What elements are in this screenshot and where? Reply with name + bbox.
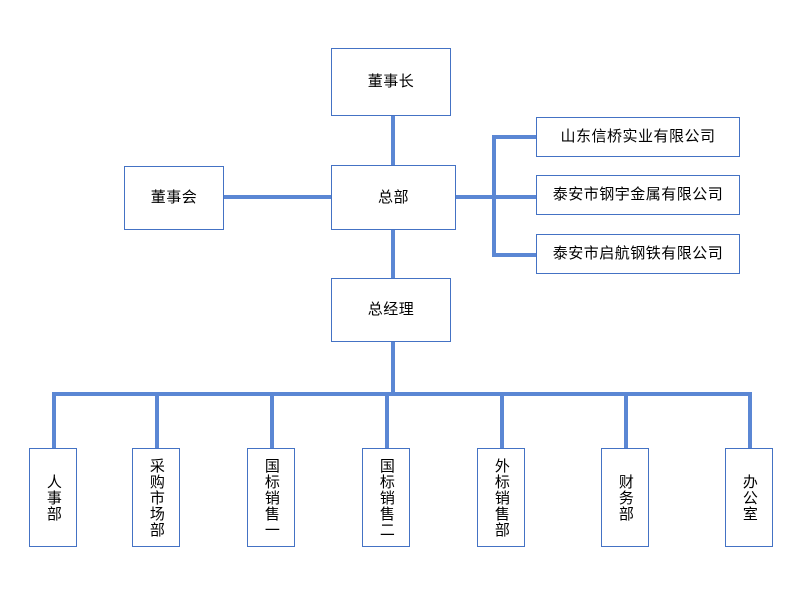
node-subsidiary-1[interactable]: 山东信桥实业有限公司 [536, 117, 740, 157]
node-department-export-sales-label: 外标销售部 [492, 457, 511, 538]
node-board-of-directors-label: 董事会 [150, 188, 198, 207]
node-subsidiary-2[interactable]: 泰安市钢宇金属有限公司 [536, 175, 740, 215]
node-department-finance[interactable]: 财务部 [601, 448, 649, 547]
node-department-office[interactable]: 办公室 [725, 448, 773, 547]
connector-department-drop-6 [624, 392, 628, 449]
connector-department-drop-1 [52, 392, 56, 449]
connector-department-drop-3 [270, 392, 274, 449]
node-department-purchasing-market-label: 采购市场部 [147, 457, 166, 538]
connector-headquarters-to-subsidiary-trunk [454, 195, 496, 199]
node-subsidiary-3[interactable]: 泰安市启航钢铁有限公司 [536, 234, 740, 274]
node-board-of-directors[interactable]: 董事会 [124, 166, 224, 230]
node-department-gb-sales-1[interactable]: 国标销售一 [247, 448, 295, 547]
connector-department-drop-4 [385, 392, 389, 449]
connector-department-drop-2 [155, 392, 159, 449]
connector-subsidiary-branch-2 [492, 195, 538, 199]
node-chairman[interactable]: 董事长 [331, 48, 451, 116]
node-headquarters[interactable]: 总部 [331, 165, 456, 230]
node-department-hr[interactable]: 人事部 [29, 448, 77, 547]
connector-department-bus [52, 392, 752, 396]
node-general-manager[interactable]: 总经理 [331, 278, 451, 342]
connector-subsidiary-branch-1 [492, 135, 538, 139]
connector-general-manager-to-bus [391, 340, 395, 396]
node-general-manager-label: 总经理 [367, 300, 415, 319]
node-chairman-label: 董事长 [367, 72, 415, 91]
node-subsidiary-2-label: 泰安市钢宇金属有限公司 [552, 185, 724, 204]
connector-headquarters-to-general-manager [391, 228, 395, 280]
node-subsidiary-1-label: 山东信桥实业有限公司 [560, 127, 716, 146]
node-department-office-label: 办公室 [740, 473, 759, 522]
node-department-purchasing-market[interactable]: 采购市场部 [132, 448, 180, 547]
connector-department-drop-5 [500, 392, 504, 449]
node-department-gb-sales-2-label: 国标销售二 [377, 457, 396, 538]
node-department-gb-sales-2[interactable]: 国标销售二 [362, 448, 410, 547]
node-department-export-sales[interactable]: 外标销售部 [477, 448, 525, 547]
connector-subsidiary-branch-3 [492, 253, 538, 257]
node-subsidiary-3-label: 泰安市启航钢铁有限公司 [552, 244, 724, 263]
node-headquarters-label: 总部 [377, 187, 409, 206]
node-department-hr-label: 人事部 [44, 473, 63, 522]
connector-board-to-headquarters [224, 195, 334, 199]
connector-chairman-to-headquarters [391, 116, 395, 168]
node-department-finance-label: 财务部 [616, 473, 635, 522]
connector-department-drop-7 [748, 392, 752, 449]
node-department-gb-sales-1-label: 国标销售一 [262, 457, 281, 538]
